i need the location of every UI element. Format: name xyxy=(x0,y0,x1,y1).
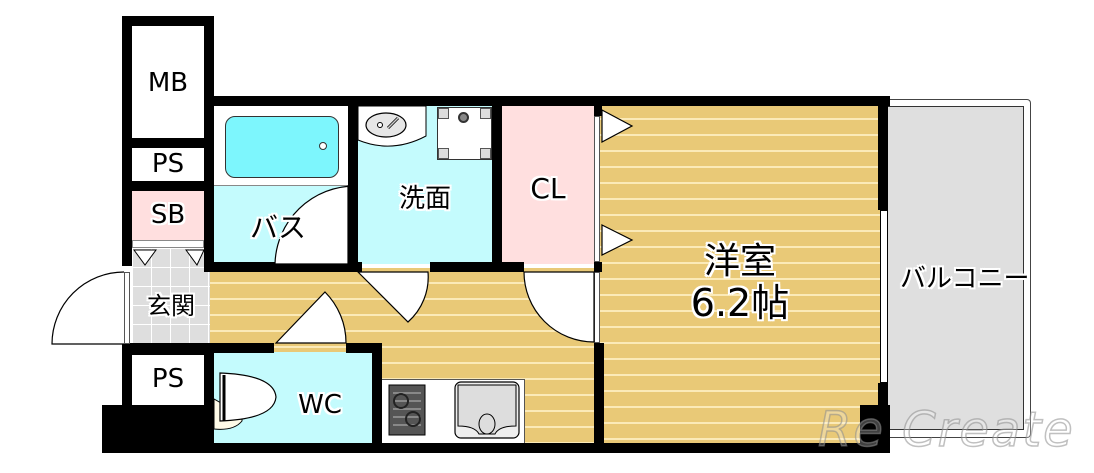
balcony-floor xyxy=(888,106,1024,430)
wall xyxy=(372,343,382,453)
wall xyxy=(594,343,604,453)
watermark: Re Create xyxy=(817,401,1075,459)
closet-frame xyxy=(594,116,600,262)
wall xyxy=(878,96,888,210)
gas-stove-icon xyxy=(388,384,426,436)
sb-floor xyxy=(132,190,204,240)
mb-floor xyxy=(132,24,204,138)
wall xyxy=(204,262,362,272)
ps-bottom-floor xyxy=(132,354,204,404)
ps-top-floor xyxy=(132,148,204,183)
entrance-door-frame xyxy=(124,272,130,344)
wall xyxy=(122,138,214,148)
balcony-label: バルコニー xyxy=(900,264,1030,294)
western-room-size: 6.2帖 xyxy=(690,281,790,325)
western-room-label: 洋室 xyxy=(703,241,776,282)
mb-label: MB xyxy=(147,68,189,98)
toilet-icon xyxy=(213,372,277,430)
entrance-floor xyxy=(132,248,210,348)
wall xyxy=(122,181,214,191)
wall xyxy=(204,96,890,106)
wall xyxy=(214,343,274,353)
bath-label: バス xyxy=(250,211,307,244)
wall xyxy=(102,443,890,453)
closet-floor xyxy=(502,104,594,264)
balcony-window xyxy=(880,210,888,383)
wash-basin-icon xyxy=(357,105,427,147)
washroom-label: 洗面 xyxy=(398,184,451,214)
wall xyxy=(122,343,132,413)
wall xyxy=(122,343,214,355)
bathtub-icon xyxy=(225,116,339,178)
wall xyxy=(346,343,380,353)
wall xyxy=(122,16,214,26)
western-room-floor xyxy=(600,104,882,448)
wall xyxy=(502,262,524,272)
wall xyxy=(594,262,602,272)
sb-bottom xyxy=(132,240,204,248)
wall xyxy=(204,343,214,453)
closet-label: CL xyxy=(530,172,566,205)
sb-label: SB xyxy=(150,200,186,230)
wall xyxy=(594,96,602,116)
entrance-label: 玄関 xyxy=(147,292,195,320)
ps-top-label: PS xyxy=(151,149,185,179)
kitchen-sink-icon xyxy=(454,381,520,439)
balcony-outline xyxy=(888,99,1031,438)
washing-machine-pan-icon xyxy=(437,107,492,160)
wc-label: WC xyxy=(298,390,342,420)
wall xyxy=(430,262,510,272)
wall xyxy=(492,96,502,272)
ps-bottom-label: PS xyxy=(151,364,185,394)
wall xyxy=(348,96,358,272)
